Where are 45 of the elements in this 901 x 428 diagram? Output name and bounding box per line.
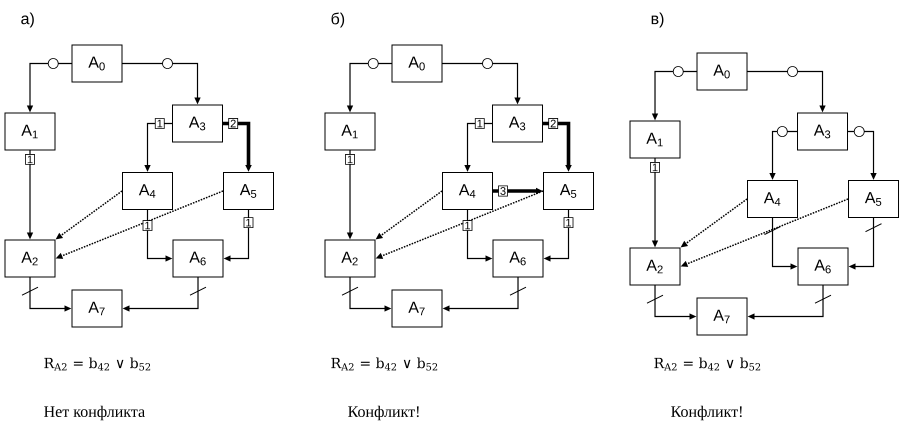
caption: Конфликт! xyxy=(671,406,742,420)
process-box: A$_{4}$ xyxy=(122,172,173,210)
edge-label: 1 xyxy=(244,217,254,228)
process-box: A$_{2}$ xyxy=(630,248,680,286)
formula: R$_{A2}$ = b$_{42}$ ∨ b$_{52}$ xyxy=(331,357,438,371)
caption: Конфликт! xyxy=(348,406,419,420)
panel-label: а) xyxy=(21,12,34,28)
panel-label: б) xyxy=(332,12,344,28)
process-box: A$_{1}$ xyxy=(630,120,680,158)
process-box: A$_{7}$ xyxy=(392,290,442,328)
process-box: A$_{0}$ xyxy=(72,44,122,82)
process-box: A$_{6}$ xyxy=(492,240,544,278)
process-box: A$_{3}$ xyxy=(492,104,543,142)
process-box: A$_{1}$ xyxy=(324,112,376,150)
edge-label: 1 xyxy=(474,118,485,129)
process-box: A$_{4}$ xyxy=(442,172,493,210)
process-box: A$_{4}$ xyxy=(747,180,798,218)
process-box: A$_{3}$ xyxy=(797,112,848,150)
process-box: A$_{3}$ xyxy=(172,104,223,142)
process-box: A$_{1}$ xyxy=(4,112,56,150)
edge-label: 1 xyxy=(345,154,355,165)
process-box: A$_{2}$ xyxy=(324,240,376,278)
edge-label: 1 xyxy=(650,162,660,173)
formula: R$_{A2}$ = b$_{42}$ ∨ b$_{52}$ xyxy=(44,357,150,371)
edge-label: 1 xyxy=(564,217,574,228)
process-box: A$_{7}$ xyxy=(696,298,748,336)
edge-label: 1 xyxy=(462,220,472,231)
process-box: A$_{0}$ xyxy=(696,52,748,90)
process-box: A$_{6}$ xyxy=(798,248,849,286)
edge-label: 2 xyxy=(228,118,238,129)
formula: R$_{A2}$ = b$_{42}$ ∨ b$_{52}$ xyxy=(654,357,760,371)
edge-label: 1 xyxy=(142,220,152,231)
edge-label: 1 xyxy=(154,118,165,129)
edge-label: 1 xyxy=(25,154,35,165)
process-box: A$_{0}$ xyxy=(392,44,442,82)
process-box: A$_{2}$ xyxy=(4,240,56,278)
process-box: A$_{7}$ xyxy=(72,290,122,328)
process-box: A$_{6}$ xyxy=(172,240,224,278)
process-box: A$_{5}$ xyxy=(543,172,594,210)
process-box: A$_{5}$ xyxy=(223,172,274,210)
process-box: A$_{5}$ xyxy=(848,180,900,218)
caption: Нет конфликта xyxy=(44,406,145,420)
panel-label: в) xyxy=(652,12,664,28)
edge-label: 2 xyxy=(548,118,558,129)
edge-label: 3 xyxy=(498,186,508,196)
